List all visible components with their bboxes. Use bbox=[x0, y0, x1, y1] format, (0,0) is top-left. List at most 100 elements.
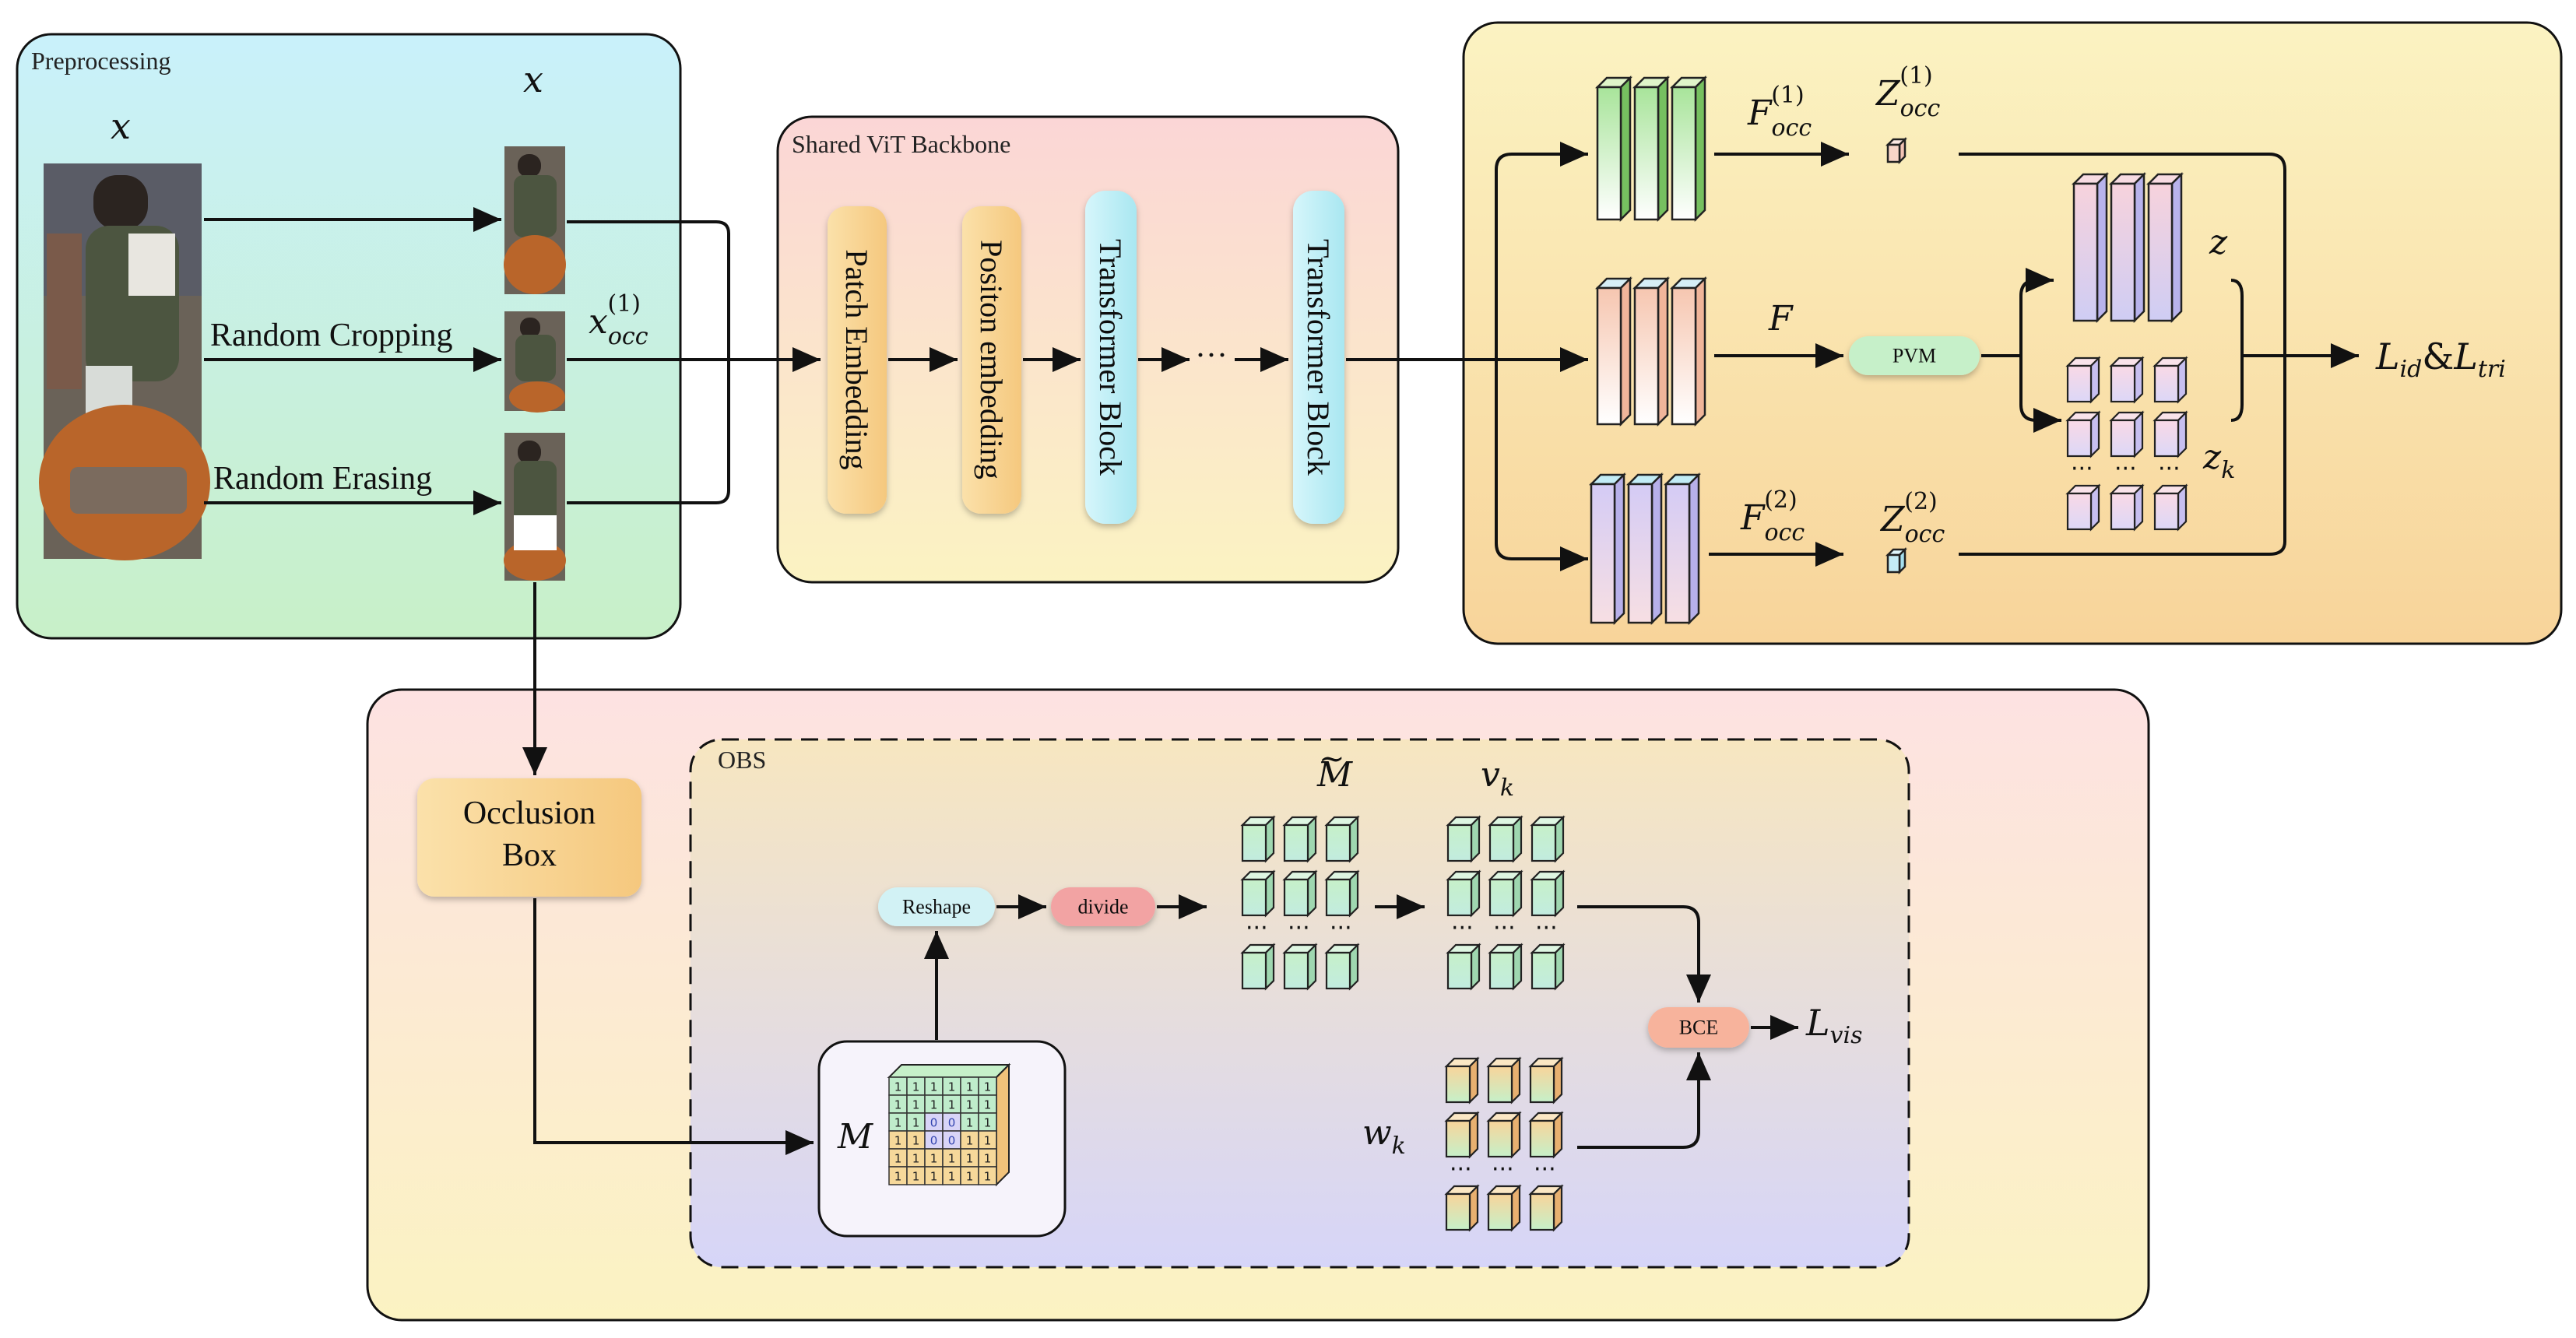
svg-text:PVM: PVM bbox=[1892, 345, 1936, 367]
transformer-block-2: Transformer Block bbox=[1293, 191, 1344, 524]
cube-ellipsis: ··· bbox=[1535, 915, 1558, 942]
feature-arrows bbox=[1709, 142, 2359, 567]
svg-text:BCE: BCE bbox=[1679, 1017, 1719, 1039]
mask-cell: 1 bbox=[894, 1116, 902, 1130]
feature-cube bbox=[1528, 1184, 1564, 1232]
svg-text:Transformer Block: Transformer Block bbox=[1093, 239, 1128, 476]
mask-cell: 1 bbox=[966, 1116, 974, 1130]
feature-cube bbox=[1486, 1056, 1522, 1104]
feature-bars-occ2 bbox=[1588, 472, 1702, 626]
feature-cube bbox=[1324, 943, 1360, 991]
feature-cube bbox=[1488, 869, 1523, 918]
divide-module: divide bbox=[1051, 887, 1155, 926]
feature-bar bbox=[1625, 472, 1664, 626]
erased-image bbox=[504, 433, 566, 581]
feature-cube bbox=[1486, 1184, 1522, 1232]
output-symbol: x bbox=[523, 58, 543, 100]
mask-cell: 1 bbox=[894, 1080, 902, 1094]
random-erasing-label: Random Erasing bbox=[213, 461, 432, 497]
feature-panel bbox=[1462, 21, 2563, 645]
vk-cubes: ········· bbox=[1446, 815, 1566, 991]
mask-cell: 1 bbox=[948, 1098, 956, 1112]
feature-cube bbox=[1528, 1111, 1564, 1159]
cube-ellipsis: ··· bbox=[1534, 1156, 1556, 1183]
mask-cell: 1 bbox=[948, 1152, 956, 1166]
cube-ellipsis: ··· bbox=[1493, 915, 1516, 942]
cube-ellipsis: ··· bbox=[1450, 1156, 1472, 1183]
feature-cube bbox=[2153, 483, 2188, 532]
backbone-title: Shared ViT Backbone bbox=[792, 130, 1010, 158]
mask-cell: 1 bbox=[912, 1170, 920, 1184]
feature-cube bbox=[1324, 815, 1360, 863]
feature-cube bbox=[1446, 943, 1481, 991]
cropped-image-2 bbox=[504, 311, 565, 413]
feature-cube bbox=[1240, 869, 1276, 918]
feature-bar bbox=[1594, 276, 1633, 427]
pvm-module: PVM bbox=[1849, 336, 1980, 375]
cube-ellipsis: ··· bbox=[2071, 455, 2093, 483]
mask-cell: 1 bbox=[948, 1080, 956, 1094]
mask-cell: 1 bbox=[912, 1116, 920, 1130]
mask-cell: 1 bbox=[894, 1170, 902, 1184]
mask-cell: 1 bbox=[894, 1134, 902, 1148]
mask-cell: 1 bbox=[930, 1080, 938, 1094]
vk-label: vk bbox=[1481, 755, 1514, 802]
mask-cell: 0 bbox=[930, 1116, 938, 1130]
obs-arrows bbox=[533, 894, 1798, 1155]
z-label: z bbox=[2209, 223, 2228, 262]
mask-cell: 1 bbox=[984, 1134, 992, 1148]
zk-label: zk bbox=[2202, 437, 2235, 484]
mask-cell: 1 bbox=[966, 1134, 974, 1148]
feature-bars-global bbox=[1594, 276, 1708, 427]
feature-cube bbox=[2065, 483, 2101, 532]
pedestrian-image bbox=[39, 163, 210, 560]
feature-cube bbox=[1446, 815, 1481, 863]
mask-cell: 0 bbox=[930, 1134, 938, 1148]
feature-bar bbox=[1594, 75, 1633, 223]
mask-cell: 1 bbox=[912, 1098, 920, 1112]
m-tilde-label: M bbox=[1316, 755, 1353, 795]
feature-bars-z bbox=[2071, 171, 2184, 324]
mask-cell: 1 bbox=[984, 1080, 992, 1094]
backbone-arrows bbox=[888, 142, 1588, 571]
f-occ2-label: Focc(2) bbox=[1740, 486, 1805, 546]
cube-ellipsis: ··· bbox=[1492, 1156, 1514, 1183]
feature-cube bbox=[1444, 1056, 1480, 1104]
feature-cube bbox=[1530, 815, 1566, 863]
feature-bar bbox=[1632, 75, 1671, 223]
wk-label: wk bbox=[1362, 1113, 1406, 1160]
f-occ1-label: Focc(1) bbox=[1747, 82, 1812, 142]
reshape-module: Reshape bbox=[878, 887, 995, 926]
mask-cell: 1 bbox=[894, 1152, 902, 1166]
m-tilde-cubes: ········· bbox=[1240, 815, 1360, 991]
feature-cube bbox=[1486, 1111, 1522, 1159]
backbone-ellipsis: ··· bbox=[1195, 338, 1228, 374]
feature-cube bbox=[1444, 1184, 1480, 1232]
feature-cube bbox=[1444, 1111, 1480, 1159]
feature-bar bbox=[1663, 472, 1702, 626]
feature-bar bbox=[1632, 276, 1671, 427]
cube-ellipsis: ··· bbox=[1288, 915, 1310, 942]
tilde-mark: ~ bbox=[1319, 741, 1345, 777]
svg-text:Positon embedding: Positon embedding bbox=[974, 240, 1009, 479]
mask-cell: 1 bbox=[930, 1170, 938, 1184]
feature-cube bbox=[1324, 869, 1360, 918]
feature-cube bbox=[1282, 869, 1318, 918]
feature-cube bbox=[2065, 356, 2101, 404]
svg-text:Transformer Block: Transformer Block bbox=[1301, 239, 1336, 476]
erased-region bbox=[514, 515, 557, 550]
feature-cube bbox=[2153, 410, 2188, 458]
mask-cell: 1 bbox=[984, 1170, 992, 1184]
mask-cell: 0 bbox=[948, 1116, 956, 1130]
z-occ2-label: Zocc(2) bbox=[1879, 488, 1945, 548]
mask-cell: 1 bbox=[912, 1134, 920, 1148]
feature-bar bbox=[1669, 75, 1708, 223]
svg-text:Reshape: Reshape bbox=[902, 896, 971, 918]
svg-text:Occlusion: Occlusion bbox=[463, 795, 596, 831]
mask-cell: 1 bbox=[966, 1152, 974, 1166]
f-label: F bbox=[1768, 299, 1794, 339]
cube-ellipsis: ··· bbox=[1330, 915, 1352, 942]
